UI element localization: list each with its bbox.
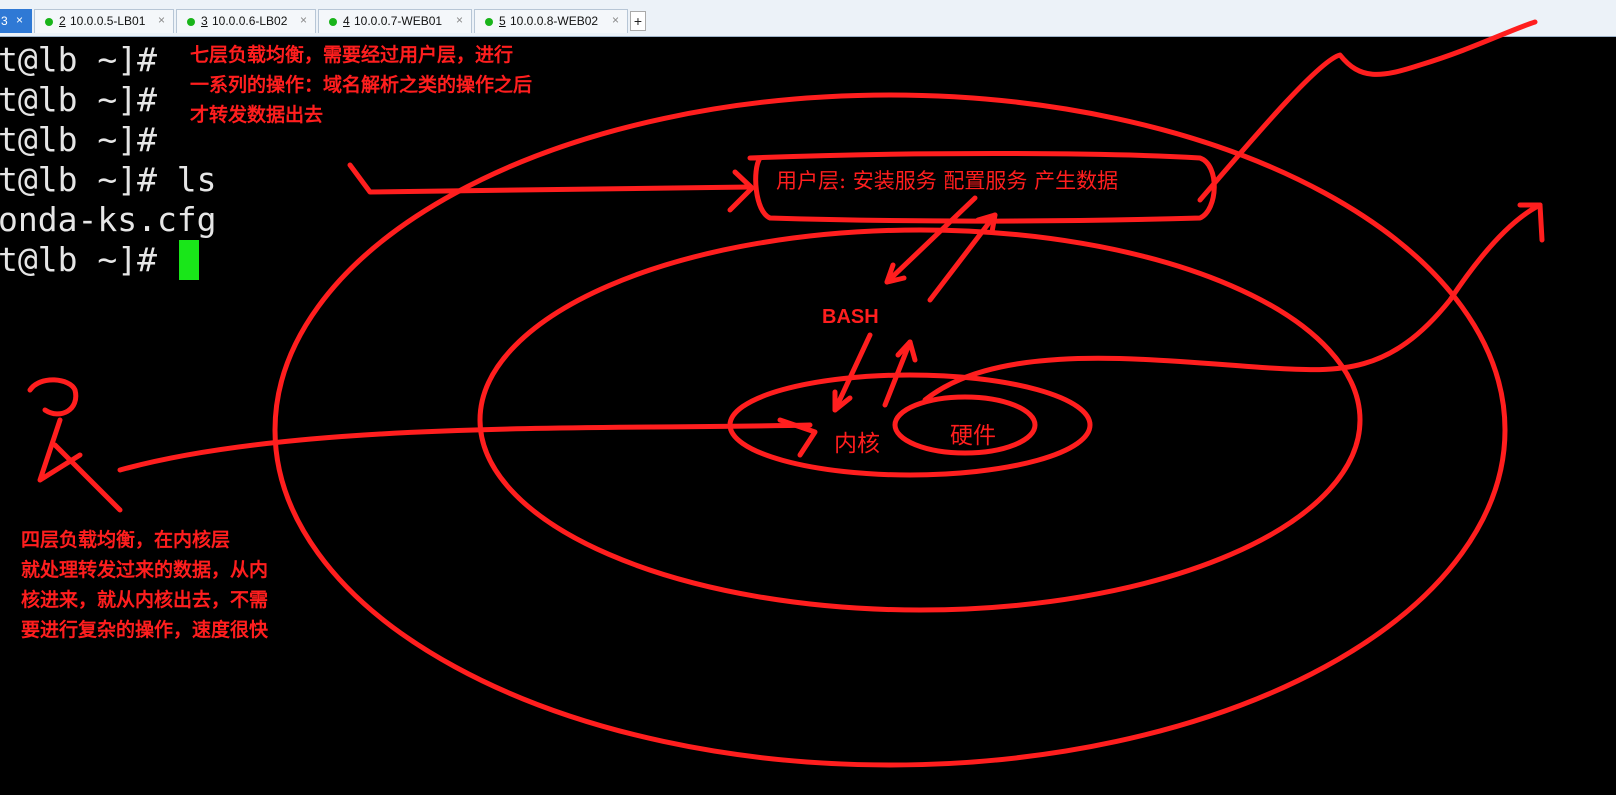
hardware-label: 硬件 xyxy=(950,423,996,449)
user-layer-box xyxy=(747,151,1217,224)
terminal-line: t@lb ~]# xyxy=(0,120,157,159)
tab-number: 3 xyxy=(201,14,208,28)
bash-to-kernel-arrow xyxy=(832,332,873,413)
tab-label: 10.0.0.6-LB02 xyxy=(212,14,288,28)
note-line: 七层负载均衡，需要经过用户层，进行 xyxy=(190,44,514,66)
seven-layer-arrow-in xyxy=(347,162,753,195)
seven-layer-exit-line xyxy=(1197,19,1538,203)
four-layer-note: 四层负载均衡，在内核层 就处理转发过来的数据，从内 核进来，就从内核出去，不需 … xyxy=(21,525,268,645)
terminal-line: t@lb ~]# xyxy=(0,80,157,119)
tab-web02[interactable]: 5 10.0.0.8-WEB02 × xyxy=(474,9,628,33)
note-line: 就处理转发过来的数据，从内 xyxy=(21,559,269,581)
tab-label: 3 xyxy=(1,14,8,28)
note-line: 一系列的操作：域名解析之类的操作之后 xyxy=(190,74,533,96)
four-layer-exit-arrowhead xyxy=(1517,202,1545,243)
terminal-line: onda-ks.cfg xyxy=(0,200,217,239)
tab-label: 10.0.0.5-LB01 xyxy=(70,14,146,28)
tab-session-active[interactable]: 3 × xyxy=(0,9,32,33)
tab-close-icon[interactable]: × xyxy=(611,13,619,27)
terminal-line: t@lb ~]# xyxy=(0,240,177,279)
tab-close-icon[interactable]: × xyxy=(299,13,307,27)
kernel-label: 内核 xyxy=(834,431,880,457)
seven-layer-note: 七层负载均衡，需要经过用户层，进行 一系列的操作：域名解析之类的操作之后 才转发… xyxy=(190,40,532,130)
middle-ring xyxy=(477,227,1363,613)
hardware-ring xyxy=(892,394,1038,456)
terminal-line: t@lb ~]# xyxy=(0,40,157,79)
outer-ring xyxy=(272,92,1508,768)
four-layer-exit-line xyxy=(922,202,1543,403)
tab-close-icon[interactable]: × xyxy=(455,13,463,27)
note-line: 才转发数据出去 xyxy=(190,104,324,126)
four-layer-input-arrowhead xyxy=(777,417,818,458)
tab-number: 5 xyxy=(499,14,506,28)
four-layer-input-line xyxy=(117,422,813,473)
tab-web01[interactable]: 4 10.0.0.7-WEB01 × xyxy=(318,9,472,33)
terminal-line: t@lb ~]# ls xyxy=(0,160,217,199)
tab-lb02[interactable]: 3 10.0.0.6-LB02 × xyxy=(176,9,316,33)
bash-label: BASH xyxy=(822,306,879,328)
tab-lb01[interactable]: 2 10.0.0.5-LB01 × xyxy=(34,9,174,33)
tab-label: 10.0.0.8-WEB02 xyxy=(510,14,599,28)
connected-status-icon xyxy=(45,18,53,26)
user-layer-label: 用户层: 安装服务 配置服务 产生数据 xyxy=(776,169,1119,193)
note-line: 四层负载均衡，在内核层 xyxy=(21,529,231,551)
kernel-to-bash-arrowhead xyxy=(895,339,918,363)
seven-layer-arrowhead xyxy=(727,169,755,213)
user-to-bash-arrow xyxy=(884,195,978,285)
bash-to-user-arrow xyxy=(927,212,998,303)
user-to-bash-arrowhead xyxy=(884,262,907,285)
bash-to-user-arrowhead xyxy=(975,212,998,235)
bash-to-kernel-arrowhead xyxy=(832,389,853,413)
connected-status-icon xyxy=(329,18,337,26)
tab-close-icon[interactable]: × xyxy=(157,13,165,27)
note-line: 核进来，就从内核出去，不需 xyxy=(21,589,269,611)
connected-status-icon xyxy=(485,18,493,26)
terminal-output[interactable]: t@lb ~]# t@lb ~]# t@lb ~]# t@lb ~]# ls o… xyxy=(0,40,1616,795)
tab-number: 4 xyxy=(343,14,350,28)
terminal-cursor xyxy=(179,240,199,280)
person-figure-icon xyxy=(27,377,123,513)
tab-label: 10.0.0.7-WEB01 xyxy=(354,14,443,28)
note-line: 要进行复杂的操作，速度很快 xyxy=(21,619,269,641)
kernel-to-bash-arrow xyxy=(882,339,913,408)
tab-number: 2 xyxy=(59,14,66,28)
new-tab-button[interactable]: + xyxy=(630,11,646,31)
session-tab-bar: 3 × 2 10.0.0.5-LB01 × 3 10.0.0.6-LB02 × … xyxy=(0,0,1616,37)
tab-close-icon[interactable]: × xyxy=(15,13,23,27)
connected-status-icon xyxy=(187,18,195,26)
